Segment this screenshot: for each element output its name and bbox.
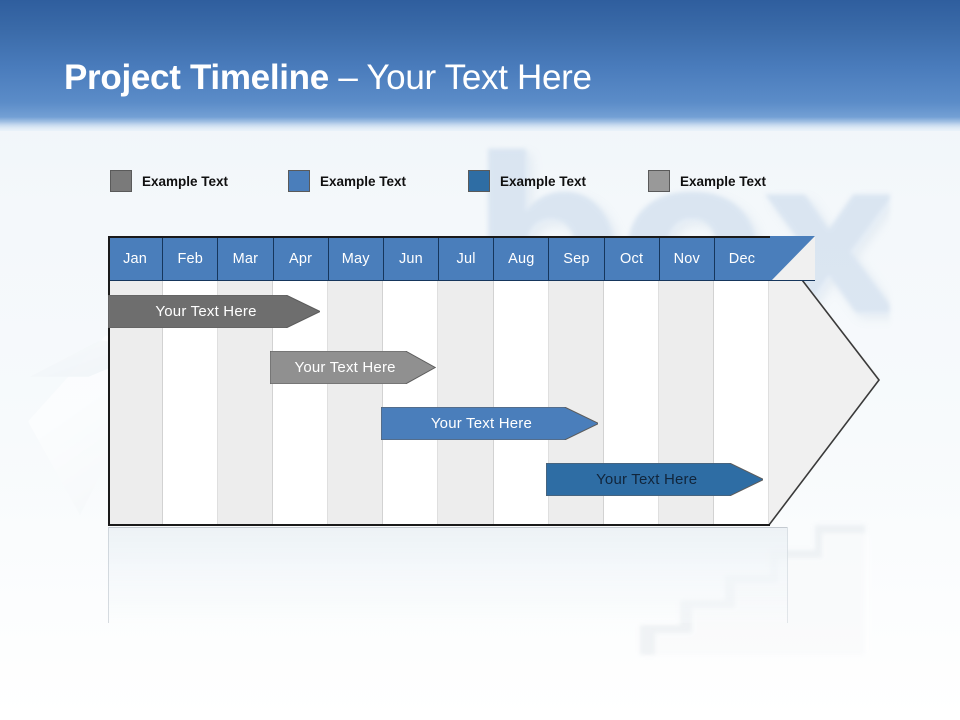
- task-bar-label-4: Your Text Here: [596, 471, 698, 488]
- month-header-rule: [108, 280, 815, 282]
- month-header-dec[interactable]: Dec: [714, 236, 770, 281]
- task-bar-shape-3: [380, 407, 599, 440]
- month-header-oct[interactable]: Oct: [604, 236, 660, 281]
- legend-label-3: Example Text: [500, 173, 587, 189]
- month-header-feb[interactable]: Feb: [163, 236, 219, 281]
- legend-label-2: Example Text: [320, 173, 407, 189]
- task-bar-shape-1: [108, 295, 321, 328]
- page-title-bold: Project Timeline: [64, 58, 329, 97]
- chart-top-border: [108, 236, 770, 238]
- task-bar-label-1: Your Text Here: [155, 303, 257, 320]
- legend-swatch-icon-2: [288, 170, 310, 192]
- chart-left-border: [108, 236, 110, 526]
- legend-item-3[interactable]: Example Text: [468, 170, 586, 192]
- month-header-mar[interactable]: Mar: [218, 236, 274, 281]
- task-bar-shape-2: [270, 351, 436, 384]
- page-title-light: – Your Text Here: [328, 58, 592, 97]
- month-column-aug: [493, 236, 549, 526]
- month-column-mar: [218, 236, 274, 526]
- page-title: Project Timeline – Your Text Here: [64, 58, 592, 98]
- month-header-nov[interactable]: Nov: [659, 236, 715, 281]
- month-column-jul: [438, 236, 494, 526]
- legend-item-1[interactable]: Example Text: [110, 170, 228, 192]
- chart-bottom-border: [108, 524, 770, 526]
- month-column-jan: [108, 236, 164, 526]
- legend-label-1: Example Text: [142, 173, 229, 189]
- task-bar-2[interactable]: Your Text Here: [270, 351, 436, 384]
- task-bar-shape-4: [545, 463, 764, 496]
- task-bar-1[interactable]: Your Text Here: [108, 295, 321, 328]
- month-columns: [108, 236, 770, 526]
- task-bar-4[interactable]: Your Text Here: [545, 463, 764, 496]
- month-header-may[interactable]: May: [328, 236, 384, 281]
- month-header-aug[interactable]: Aug: [494, 236, 550, 281]
- task-bar-label-3: Your Text Here: [430, 415, 533, 432]
- chart-reflection: [108, 527, 788, 623]
- legend: Example Text Example Text Example Text E…: [110, 170, 810, 194]
- task-bar-3[interactable]: Your Text Here: [380, 407, 599, 440]
- month-header-jan[interactable]: Jan: [108, 236, 164, 281]
- legend-swatch-icon-4: [648, 170, 670, 192]
- legend-swatch-icon-3: [468, 170, 490, 192]
- month-header-sep[interactable]: Sep: [549, 236, 605, 281]
- legend-swatch-icon-1: [110, 170, 132, 192]
- month-header-jul[interactable]: Jul: [439, 236, 495, 281]
- month-header-apr[interactable]: Apr: [273, 236, 329, 281]
- legend-item-2[interactable]: Example Text: [288, 170, 406, 192]
- month-column-feb: [163, 236, 219, 526]
- month-header-jun[interactable]: Jun: [383, 236, 440, 281]
- legend-label-4: Example Text: [680, 173, 767, 189]
- title-banner: [0, 0, 960, 131]
- legend-item-4[interactable]: Example Text: [648, 170, 766, 192]
- task-bar-label-2: Your Text Here: [294, 359, 396, 376]
